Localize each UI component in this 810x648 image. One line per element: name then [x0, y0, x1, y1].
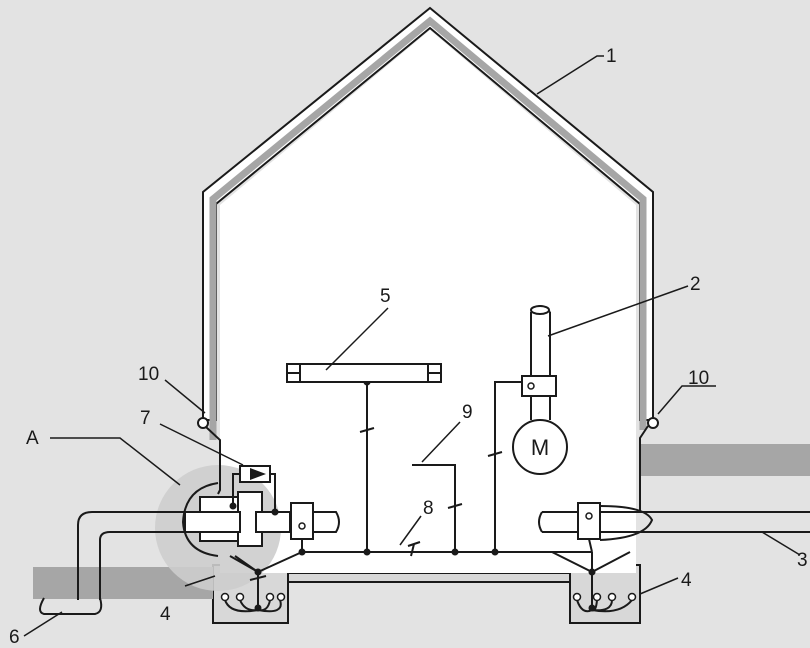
pipe-inside-left — [290, 511, 340, 533]
label-10-right: 10 — [688, 368, 709, 389]
label-9: 9 — [462, 402, 473, 423]
ground-band-right — [640, 444, 810, 476]
ground-electrode-rings — [220, 592, 637, 602]
label-6: 6 — [9, 627, 20, 648]
label-a: A — [26, 428, 39, 449]
wall-connector-right — [647, 417, 659, 429]
label-2: 2 — [690, 274, 701, 295]
motor-clamp — [521, 375, 557, 397]
pipe-left-inner — [99, 531, 185, 600]
label-4-right: 4 — [681, 570, 692, 591]
coupling-pipe-stub-left — [184, 511, 241, 533]
coupling-loop — [181, 482, 219, 557]
motor-shaft — [530, 396, 551, 420]
motor-label: M — [531, 435, 549, 460]
coupling-node-b — [271, 508, 279, 516]
pipe-clamp-right-bolt — [585, 512, 593, 520]
motor-circle — [512, 419, 568, 475]
motor-pipe-top — [530, 305, 550, 315]
spark-gap-arrow — [250, 468, 266, 480]
wall-connector-left — [197, 417, 209, 429]
coupling-node-a — [229, 502, 237, 510]
wall-connector-right-lead — [639, 425, 649, 512]
conductor-ticks — [249, 425, 503, 586]
label-8: 8 — [423, 498, 434, 519]
label-1: 1 — [606, 46, 617, 67]
coupling-pipe-stub-right — [255, 511, 291, 533]
label-5: 5 — [380, 286, 391, 307]
pipe-clamp-left — [290, 502, 314, 540]
equipment-bar-ends — [287, 364, 441, 382]
pipe-right-loop — [599, 505, 654, 541]
floor-slab — [287, 572, 571, 583]
wall-connector-left-lead — [205, 426, 221, 495]
building-shield-layer — [209, 16, 647, 440]
pipe-clamp-left-bolt — [298, 522, 306, 530]
leader-lines — [23, 55, 801, 637]
label-3: 3 — [797, 550, 808, 571]
label-10-left: 10 — [138, 364, 159, 385]
equipment-bar — [286, 363, 442, 383]
label-7: 7 — [140, 408, 151, 429]
pipe-left-outer — [77, 511, 185, 600]
spark-gap-wires — [232, 473, 276, 512]
floor-inner — [220, 555, 636, 573]
motor-clamp-bolt — [527, 382, 535, 390]
pipe-clamp-right — [577, 502, 601, 540]
label-4-left: 4 — [160, 604, 171, 625]
pipe-left-bottom — [39, 597, 103, 615]
